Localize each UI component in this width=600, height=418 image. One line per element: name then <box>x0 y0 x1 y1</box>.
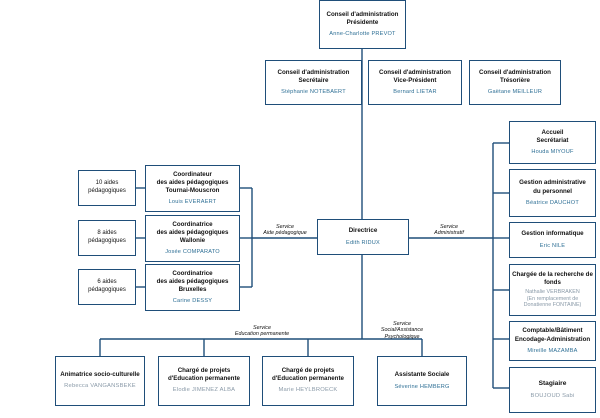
aides-count-box: 10 aides pédagogiques <box>78 170 136 206</box>
staff-name: Rebecca VANGANSBEKE <box>64 383 136 390</box>
social-staff-box: Assistante Sociale Séverine HEMBERG <box>377 356 467 406</box>
staff-title: Chargé de projets d'Education permanente <box>168 367 240 383</box>
directrice-box: Directrice Edith RIDUX <box>317 219 409 255</box>
staff-title: Animatrice socio-culturelle <box>60 371 140 379</box>
secretaire-box: Conseil d'administration Secrétaire Stép… <box>265 60 362 105</box>
coordinator-title: Coordinateur des aides pédagogiques Tour… <box>156 170 229 195</box>
staff-box: Chargée de la recherche de fonds Nathali… <box>509 264 596 316</box>
coordinator-name: Carine DESSY <box>172 298 213 305</box>
staff-name: Nathalie VERBRAKEN <box>525 288 580 295</box>
coordinator-box: Coordinateur des aides pédagogiques Tour… <box>145 165 240 212</box>
service-education-label: Service Education permanente <box>234 325 290 338</box>
tresoriere-box: Conseil d'administration Trésorière Gaët… <box>469 60 561 105</box>
tresoriere-name: Gaëtane MEILLEUR <box>487 89 543 96</box>
vice-president-title: Conseil d'administration Vice-Président <box>379 68 451 84</box>
service-aide-label: Service Aide pédagogique <box>263 224 307 237</box>
secretaire-name: Stéphanie NOTEBAERT <box>281 89 346 96</box>
coordinator-box: Coordinatrice des aides pédagogiques Wal… <box>145 215 240 262</box>
staff-title: Stagiaire <box>538 380 567 388</box>
staff-title: Chargé de projets d'Education permanente <box>272 367 344 383</box>
coordinator-name: Louis EVERAERT <box>168 199 217 206</box>
president-box: Conseil d'administration Présidente Anne… <box>319 0 406 49</box>
staff-name: BOUJOUD Sabi <box>530 392 575 399</box>
coordinator-title: Coordinatrice des aides pédagogiques Bru… <box>156 269 229 294</box>
staff-name: Séverine HEMBERG <box>394 383 450 390</box>
staff-title: Accueil Secrétariat <box>536 128 569 144</box>
staff-title: Chargée de la recherche de fonds <box>512 270 593 286</box>
service-social-label: Service Social/Assistance Psychologique <box>380 321 424 340</box>
staff-name: Houda MIYOUF <box>531 149 574 156</box>
staff-name: Béatrice DAUCHOT <box>526 199 579 206</box>
staff-name: Marie HEYLBROECK <box>278 387 338 394</box>
staff-title: Gestion administrative du personnel <box>519 179 586 195</box>
president-name: Anne-Charlotte PREVOT <box>329 31 396 38</box>
service-admin-label: Service Administratif <box>434 224 464 237</box>
staff-box: Comptable/Bâtiment Encodage-Administrati… <box>509 321 596 361</box>
coordinator-name: Josée COMPARATO <box>165 249 220 256</box>
directrice-title: Directrice <box>348 227 378 235</box>
staff-name: Elodie JIMENEZ ALBA <box>172 387 236 394</box>
tresoriere-title: Conseil d'administration Trésorière <box>479 68 551 84</box>
aides-count-box: 6 aides pédagogiques <box>78 269 136 305</box>
staff-name: Eric NILE <box>539 242 566 249</box>
vice-president-name: Bernard LIETAR <box>393 89 437 96</box>
directrice-name: Edith RIDUX <box>346 239 380 246</box>
vice-president-box: Conseil d'administration Vice-Président … <box>368 60 462 105</box>
aides-count-label: 6 aides pédagogiques <box>88 279 126 293</box>
president-title: Conseil d'administration Présidente <box>326 10 399 26</box>
education-staff-box: Animatrice socio-culturelle Rebecca VANG… <box>55 356 145 406</box>
aides-count-label: 10 aides pédagogiques <box>88 180 126 194</box>
staff-box: Gestion administrative du personnel Béat… <box>509 169 596 217</box>
staff-title: Comptable/Bâtiment Encodage-Administrati… <box>514 327 591 343</box>
coordinator-title: Coordinatrice des aides pédagogiques Wal… <box>156 220 229 245</box>
aides-count-label: 8 aides pédagogiques <box>88 230 126 244</box>
coordinator-box: Coordinatrice des aides pédagogiques Bru… <box>145 264 240 311</box>
staff-box: Stagiaire BOUJOUD Sabi <box>509 367 596 413</box>
education-staff-box: Chargé de projets d'Education permanente… <box>262 356 354 406</box>
staff-title: Assistante Sociale <box>394 371 450 379</box>
secretaire-title: Conseil d'administration Secrétaire <box>277 68 350 84</box>
aides-count-box: 8 aides pédagogiques <box>78 220 136 256</box>
replacement-note: (En remplacement de Donatienne FONTAINE) <box>523 295 582 309</box>
staff-name: Mireille MAZAMBA <box>527 347 578 354</box>
education-staff-box: Chargé de projets d'Education permanente… <box>158 356 250 406</box>
staff-box: Accueil Secrétariat Houda MIYOUF <box>509 121 596 164</box>
staff-title: Gestion informatique <box>521 230 584 238</box>
staff-box: Gestion informatique Eric NILE <box>509 222 596 258</box>
